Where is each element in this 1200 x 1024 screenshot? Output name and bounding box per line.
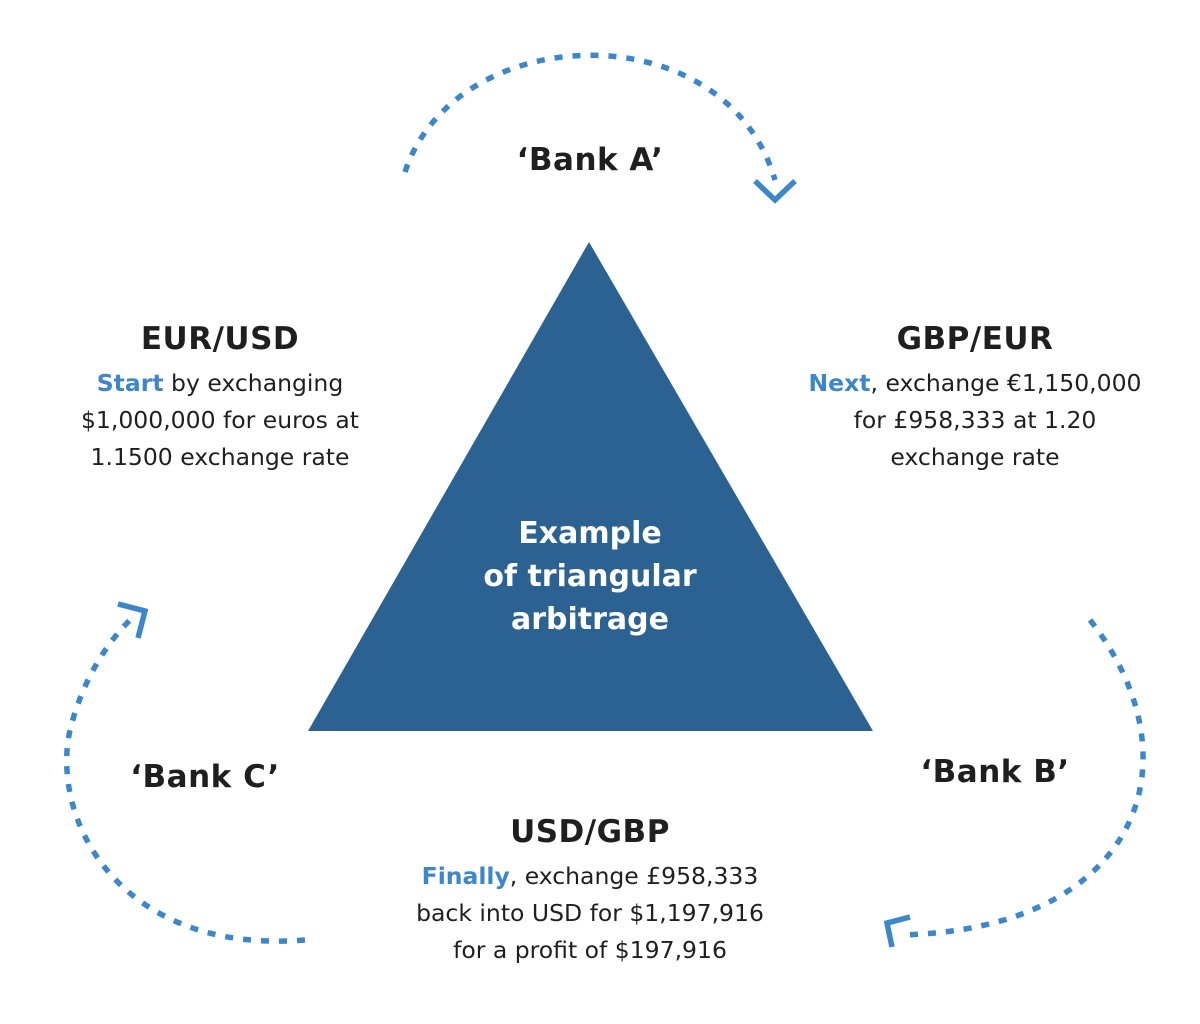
step-usd-gbp-pair: USD/GBP xyxy=(510,814,670,850)
step-usd-gbp-description: Finally, exchange £958,333 back into USD… xyxy=(370,858,810,969)
diagram-title: Example of triangular arbitrage xyxy=(440,512,740,641)
step-usd-gbp-highlight: Finally xyxy=(421,862,510,890)
step-gbp-eur-line-3: exchange rate xyxy=(890,443,1060,471)
bank-c-label: ‘Bank C’ xyxy=(130,759,280,795)
step-usd-gbp: USD/GBP Finally, exchange £958,333 back … xyxy=(370,814,810,969)
step-eur-usd-highlight: Start xyxy=(96,369,164,397)
step-gbp-eur-description: Next, exchange €1,150,000 for £958,333 a… xyxy=(760,365,1190,476)
step-gbp-eur-pair: GBP/EUR xyxy=(896,321,1054,357)
step-eur-usd-line-2: $1,000,000 for euros at xyxy=(80,406,359,434)
step-gbp-eur-line-1: , exchange €1,150,000 xyxy=(870,369,1142,397)
diagram-title-line-1: Example xyxy=(518,516,662,551)
bank-b-label: ‘Bank B’ xyxy=(920,754,1070,790)
step-usd-gbp-line-2: back into USD for $1,197,916 xyxy=(416,899,764,927)
arrowhead-bank-b xyxy=(883,914,911,948)
step-eur-usd-description: Start by exchanging $1,000,000 for euros… xyxy=(20,365,420,476)
bank-a-label: ‘Bank A’ xyxy=(516,142,664,178)
step-gbp-eur-highlight: Next xyxy=(808,369,871,397)
step-eur-usd: EUR/USD Start by exchanging $1,000,000 f… xyxy=(20,321,420,476)
step-eur-usd-line-3: 1.1500 exchange rate xyxy=(90,443,350,471)
step-eur-usd-pair: EUR/USD xyxy=(140,321,300,357)
arrowhead-bank-c xyxy=(117,601,149,639)
arrowhead-bank-a xyxy=(753,179,797,204)
central-triangle xyxy=(308,242,873,731)
arrow-bank-b xyxy=(899,618,1146,938)
step-usd-gbp-line-3: for a profit of $197,916 xyxy=(453,936,727,964)
step-eur-usd-line-1: by exchanging xyxy=(163,369,344,397)
arrow-bank-a xyxy=(402,52,778,181)
diagram-title-line-3: arbitrage xyxy=(511,602,669,637)
step-usd-gbp-line-1: , exchange £958,333 xyxy=(509,862,759,890)
diagram-title-line-2: of triangular xyxy=(483,559,697,594)
step-gbp-eur-line-2: for £958,333 at 1.20 xyxy=(853,406,1097,434)
step-gbp-eur: GBP/EUR Next, exchange €1,150,000 for £9… xyxy=(760,321,1190,476)
